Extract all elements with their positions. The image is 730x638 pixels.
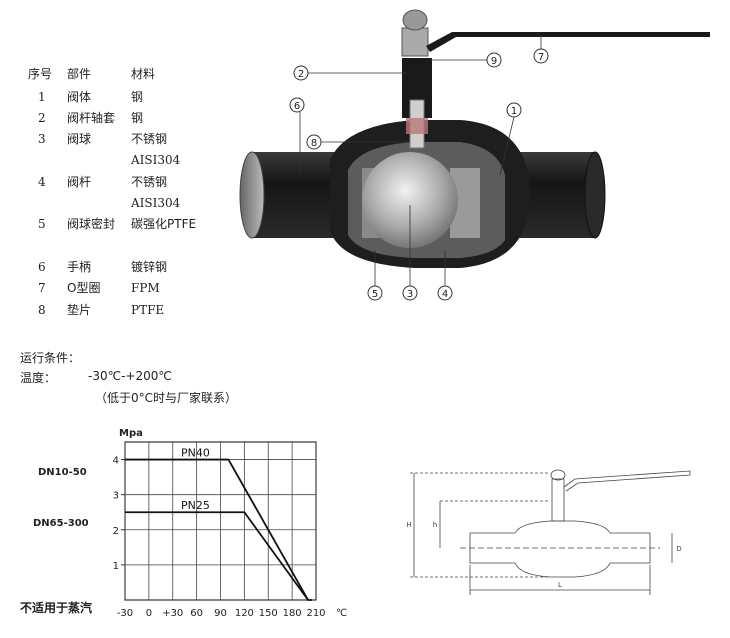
series-line-pn40 [125, 458, 313, 601]
row-material: 镀锌钢 [131, 260, 168, 274]
chart-footnote: 不适用于蒸汽 [20, 600, 92, 615]
row-name: O型圈 [67, 281, 101, 295]
row-no: 3 [38, 132, 46, 146]
row-material: PTFE [131, 303, 165, 317]
dim-label-h: h [433, 521, 437, 529]
temp-range: -30℃-+200℃ [88, 369, 172, 383]
svg-text:7: 7 [538, 52, 544, 63]
series-label-pn25: PN25 [181, 499, 210, 512]
row-material-2: AISI304 [131, 153, 181, 167]
row-name: 手柄 [67, 260, 92, 274]
svg-text:4: 4 [442, 289, 448, 300]
row-material: FPM [131, 281, 160, 295]
handle [426, 32, 710, 52]
row-no: 4 [38, 175, 46, 189]
outline-handle [563, 470, 691, 492]
series-label-pn40: PN40 [181, 447, 210, 460]
temp-note: （低于0°C时与厂家联系） [95, 391, 238, 405]
x-tick-label: +30 [162, 608, 183, 619]
x-tick-label: 210 [306, 608, 325, 619]
svg-text:5: 5 [372, 289, 378, 300]
nut-cap [402, 9, 428, 31]
row-no: 5 [38, 217, 46, 231]
dim-label-H: H [406, 521, 411, 529]
row-no: 1 [38, 90, 46, 104]
outline-body [469, 520, 651, 578]
row-name: 阀球 [67, 132, 92, 146]
dim-label-L: L [558, 581, 562, 589]
right-pipe-end [584, 151, 606, 239]
chart-series [125, 458, 313, 601]
outline-nut [550, 469, 566, 481]
x-tick-label: 180 [283, 608, 302, 619]
valve-ball [362, 152, 458, 248]
row-material: 钢 [131, 111, 144, 125]
series-line-pn25 [125, 511, 309, 601]
svg-text:2: 2 [298, 69, 304, 80]
svg-text:6: 6 [294, 101, 300, 112]
row-material: 碳强化PTFE [131, 217, 197, 231]
category-label-dn65-300: DN65-300 [33, 518, 89, 529]
x-tick-label: 90 [214, 608, 227, 619]
row-name: 垫片 [67, 303, 92, 317]
ball-valve-cutaway: 7 9 2 6 8 1 5 3 4 [239, 9, 710, 301]
row-material-2: AISI304 [131, 196, 181, 210]
chart-grid [121, 441, 317, 601]
header-no: 序号 [28, 67, 53, 81]
svg-text:1: 1 [511, 106, 517, 117]
temp-label: 温度： [20, 371, 57, 385]
row-no: 7 [38, 281, 46, 295]
row-no: 8 [38, 303, 46, 317]
row-material: 钢 [131, 90, 144, 104]
stem-packing [406, 118, 428, 134]
dim-label-D: D [676, 545, 681, 553]
row-material: 不锈钢 [131, 132, 168, 146]
callout-leaders [299, 35, 542, 286]
conditions-title: 运行条件： [20, 351, 81, 365]
y-tick-label: 3 [113, 491, 119, 502]
header-material: 材料 [131, 67, 156, 81]
y-tick-label: 1 [113, 561, 119, 572]
row-name: 阀球密封 [67, 217, 116, 231]
svg-text:9: 9 [491, 56, 497, 67]
header-name: 部件 [67, 67, 92, 81]
svg-text:8: 8 [311, 138, 317, 149]
row-name: 阀杆轴套 [67, 111, 116, 125]
row-no: 2 [38, 111, 46, 125]
svg-text:3: 3 [407, 289, 413, 300]
dimension-drawing: H h D L [406, 469, 691, 595]
y-axis-label: Mpa [119, 428, 143, 439]
callout-labels: 7 9 2 6 8 1 5 3 4 [289, 48, 549, 301]
x-tick-label: 0 [146, 608, 152, 619]
x-tick-label: 60 [190, 608, 203, 619]
left-pipe-end [239, 151, 265, 239]
row-material: 不锈钢 [131, 175, 168, 189]
category-label-dn10-50: DN10-50 [38, 467, 87, 478]
row-name: 阀体 [67, 90, 92, 104]
row-no: 6 [38, 260, 46, 274]
x-tick-label: 120 [235, 608, 254, 619]
stem-nut [401, 27, 429, 57]
x-tick-label: 150 [259, 608, 278, 619]
outline-stem [551, 478, 565, 522]
row-name: 阀杆 [67, 175, 92, 189]
x-axis-unit: ℃ [336, 608, 347, 619]
y-tick-label: 4 [113, 456, 119, 467]
x-tick-label: -30 [117, 608, 133, 619]
y-tick-label: 2 [113, 526, 119, 537]
